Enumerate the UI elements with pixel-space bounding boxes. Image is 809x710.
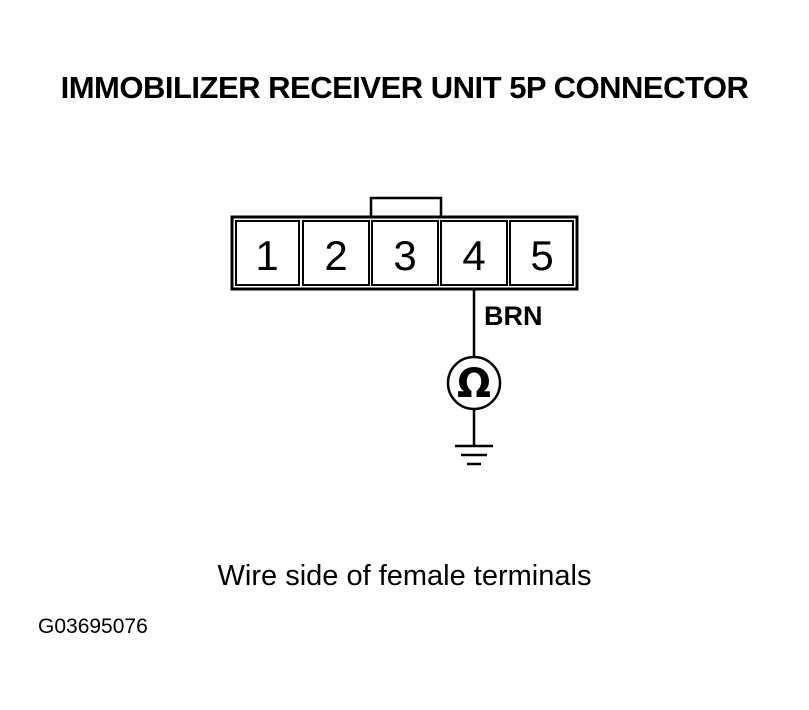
- terminal-cell-5: [509, 220, 574, 286]
- wire-color-label: BRN: [484, 301, 543, 331]
- terminal-number-4: 4: [462, 232, 485, 279]
- ohm-symbol: Ω: [457, 361, 491, 407]
- terminal-cell-3: [371, 220, 439, 286]
- terminal-cell-1: [235, 220, 300, 286]
- terminal-number-1: 1: [255, 232, 278, 279]
- terminal-number-3: 3: [393, 232, 416, 279]
- connector-lock-tab: [369, 196, 443, 219]
- ground-icon: [455, 444, 493, 466]
- figure-id: G03695076: [38, 615, 148, 638]
- diagram-title: IMMOBILIZER RECEIVER UNIT 5P CONNECTOR: [60, 70, 749, 105]
- terminal-number-5: 5: [530, 232, 553, 279]
- terminal-number-2: 2: [324, 232, 347, 279]
- view-caption: Wire side of female terminals: [217, 560, 592, 592]
- terminal-cell-2: [302, 220, 370, 286]
- terminal-cell-4: [440, 220, 508, 286]
